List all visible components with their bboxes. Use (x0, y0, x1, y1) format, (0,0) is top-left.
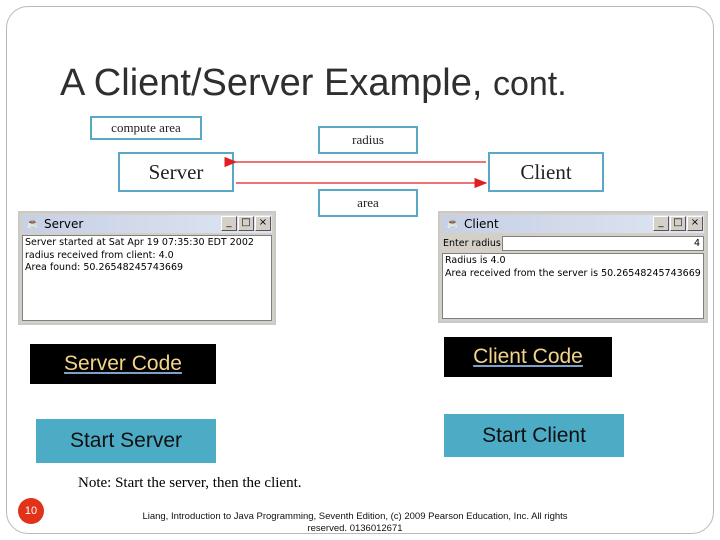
client-log-line: Area received from the server is 50.2654… (445, 267, 701, 279)
maximize-icon[interactable]: □ (670, 216, 686, 231)
client-box: Client (488, 152, 604, 192)
client-window: ☕ Client _ □ × Enter radius 4 Radius is … (438, 211, 708, 323)
client-log-area[interactable]: Radius is 4.0 Area received from the ser… (442, 253, 704, 319)
client-window-controls: _ □ × (653, 216, 703, 231)
minimize-icon[interactable]: _ (221, 216, 237, 231)
java-cup-icon: ☕ (446, 218, 460, 230)
radius-input[interactable]: 4 (502, 236, 704, 251)
close-icon[interactable]: × (687, 216, 703, 231)
start-client-button[interactable]: Start Client (444, 414, 624, 457)
client-window-titlebar[interactable]: ☕ Client (442, 215, 704, 233)
java-cup-icon: ☕ (26, 218, 40, 230)
server-log-line: Area found: 50.26548245743669 (25, 262, 184, 273)
client-log-line: Radius is 4.0 (445, 255, 506, 266)
maximize-icon[interactable]: □ (238, 216, 254, 231)
server-log-line: Server started at Sat Apr 19 07:35:30 ED… (25, 237, 254, 248)
radius-box: radius (318, 126, 418, 154)
start-server-button[interactable]: Start Server (36, 419, 216, 463)
footer-copyright: Liang, Introduction to Java Programming,… (142, 511, 568, 534)
server-window-title: Server (44, 217, 84, 231)
server-code-link[interactable]: Server Code (30, 344, 216, 384)
close-icon[interactable]: × (255, 216, 271, 231)
note-text: Note: Start the server, then the client. (78, 475, 302, 491)
server-window: ☕ Server _ □ × Server started at Sat Apr… (18, 211, 276, 325)
server-box: Server (118, 152, 234, 192)
client-window-title: Client (464, 217, 499, 231)
slide-title-main: A Client/Server Example, (60, 62, 483, 104)
compute-area-box: compute area (90, 116, 202, 140)
server-window-controls: _ □ × (221, 216, 271, 231)
server-log-area[interactable]: Server started at Sat Apr 19 07:35:30 ED… (22, 235, 272, 321)
area-box: area (318, 189, 418, 217)
slide-title: A Client/Server Example, cont. (60, 62, 567, 105)
slide-title-suffix: cont. (492, 65, 567, 103)
radius-input-label: Enter radius (443, 238, 501, 249)
minimize-icon[interactable]: _ (653, 216, 669, 231)
server-log-line: radius received from client: 4.0 (25, 249, 174, 261)
server-window-titlebar[interactable]: ☕ Server (22, 215, 272, 233)
page-number-badge: 10 (18, 498, 44, 524)
client-code-link[interactable]: Client Code (444, 337, 612, 377)
